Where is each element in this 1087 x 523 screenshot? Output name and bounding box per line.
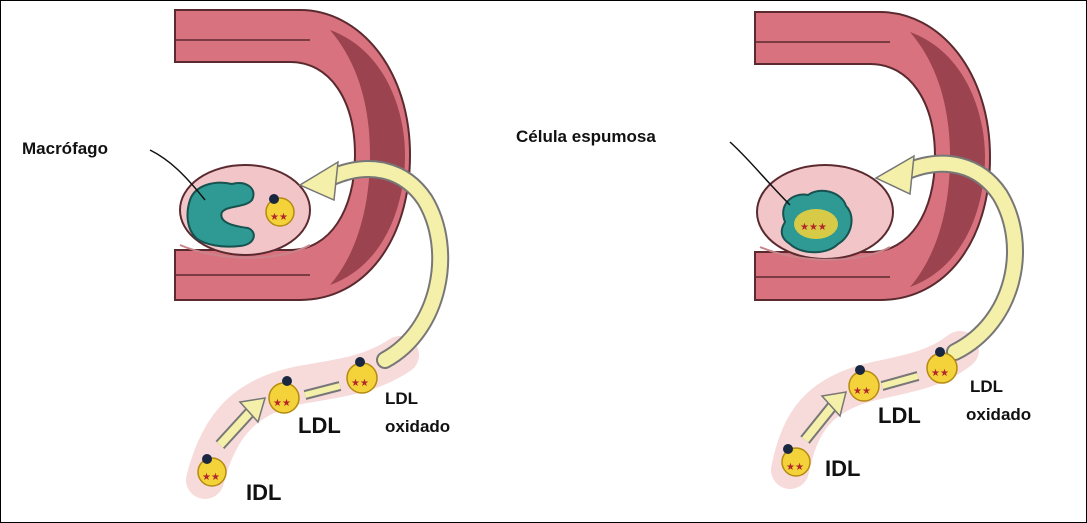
svg-text:★★: ★★ (270, 212, 288, 223)
right-panel: ★★★ ★★ ★★ ★★ Célula espumosa LDL LDL (516, 12, 1031, 481)
right-cell-label: Célula espumosa (516, 127, 656, 146)
right-ldl-ox-label-line1: LDL (970, 377, 1003, 396)
left-panel: ★★ ★★ ★★ ★★ Macrófago (22, 10, 450, 505)
svg-text:★★: ★★ (853, 386, 871, 397)
left-idl-label: IDL (246, 480, 281, 505)
svg-text:★★★: ★★★ (800, 222, 827, 233)
left-ldl-ox-label-line2: oxidado (385, 417, 450, 436)
left-ldl-ox-label-line1: LDL (385, 389, 418, 408)
left-cell-label: Macrófago (22, 139, 108, 158)
right-foam-cell: ★★★ (782, 191, 852, 253)
svg-text:★★: ★★ (202, 472, 220, 483)
svg-text:★★: ★★ (786, 462, 804, 473)
right-idl-label: IDL (825, 456, 860, 481)
svg-text:★★: ★★ (931, 368, 949, 379)
svg-text:★★: ★★ (273, 398, 291, 409)
svg-text:★★: ★★ (351, 378, 369, 389)
left-vessel (175, 10, 410, 300)
right-ldl-ox-label-line2: oxidado (966, 405, 1031, 424)
left-ldl-label: LDL (298, 413, 341, 438)
right-ldl-label: LDL (878, 403, 921, 428)
